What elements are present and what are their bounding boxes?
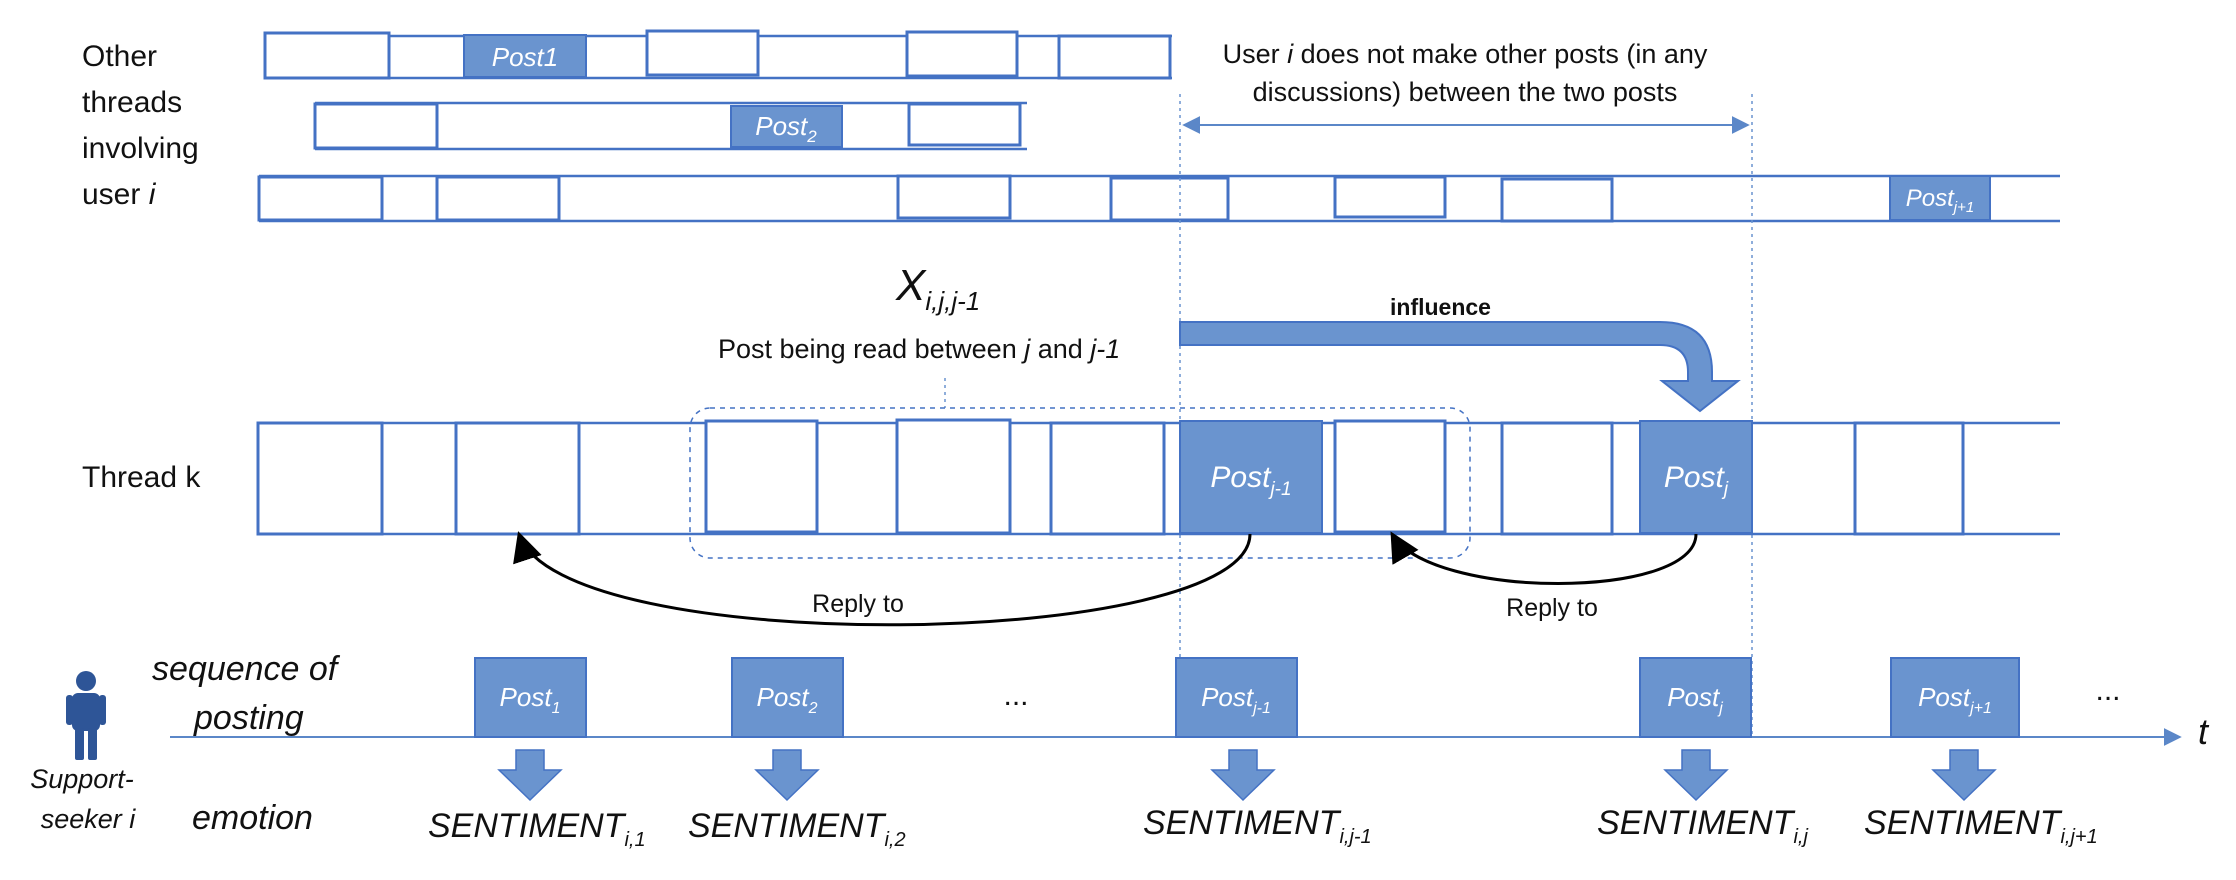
reply-arrow-2 xyxy=(1390,531,1698,585)
sentiment-label: SENTIMENTi,1 xyxy=(428,807,646,851)
x-variable: Xi,j,j-1 xyxy=(895,261,980,316)
sequence-post-label: Post2 xyxy=(757,682,818,717)
sequence-posts: Post1 Post2 ... Postj-1 Postj Postj+1 ..… xyxy=(474,657,2121,738)
label-line: threads xyxy=(82,86,182,119)
reply-to-label-1: Reply to xyxy=(812,590,904,618)
post-box-filled xyxy=(1639,420,1753,534)
emotion-label: emotion xyxy=(192,799,313,837)
post-box xyxy=(1109,176,1230,222)
post-box xyxy=(1500,421,1614,536)
other-thread-row-1: Post1 xyxy=(263,29,1172,80)
sequence-post-box xyxy=(1175,657,1298,738)
sequence-post-box xyxy=(731,657,844,738)
post-box xyxy=(896,174,1012,220)
sequence-post-box xyxy=(1639,657,1752,738)
sequence-post-box xyxy=(1890,657,2020,738)
sequence-label-line2: posting xyxy=(193,699,304,737)
label-line: Other xyxy=(82,40,157,73)
down-arrow-icon xyxy=(497,749,563,802)
thread-k-label: Thread k xyxy=(82,461,201,494)
person-icon xyxy=(66,671,106,760)
ellipsis-end: ... xyxy=(2095,674,2120,707)
down-arrow-icon xyxy=(1663,749,1729,802)
ellipsis-middle: ... xyxy=(1003,679,1028,712)
sequence-post-label: Postj+1 xyxy=(1918,682,1992,717)
label-line: involving xyxy=(82,132,199,165)
sequence-post-label: Postj xyxy=(1667,682,1723,717)
post-label: Post1 xyxy=(492,42,559,72)
post-box xyxy=(704,419,819,534)
no-posts-note-line2: discussions) between the two posts xyxy=(1253,77,1678,107)
post-box xyxy=(263,31,391,80)
post-box xyxy=(1057,34,1172,80)
sentiment-label: SENTIMENTi,j-1 xyxy=(1143,804,1372,848)
post-box-filled xyxy=(730,105,843,148)
post-label: Post2 xyxy=(755,111,817,146)
post-box-filled xyxy=(1889,175,1991,221)
label-line: user i xyxy=(82,178,157,211)
support-seeker-label-line1: Support- xyxy=(30,764,134,794)
influence-label: influence xyxy=(1390,294,1491,320)
post-box xyxy=(435,175,561,222)
other-thread-row-2: Post2 xyxy=(313,101,1027,151)
sequence-post-label: Postj-1 xyxy=(1201,682,1271,717)
read-between-label: Post being read between j and j-1 xyxy=(718,334,1120,364)
post-label: Postj+1 xyxy=(1906,185,1974,216)
post-box xyxy=(1333,175,1447,219)
post-box xyxy=(454,421,581,536)
post-label: Postj-1 xyxy=(1210,461,1291,500)
post-box xyxy=(257,175,384,222)
sequence-label-line1: sequence of xyxy=(152,650,341,688)
post-label: Postj xyxy=(1664,461,1729,500)
sequence-post-label: Post1 xyxy=(500,682,561,717)
sentiment-arrows xyxy=(497,749,1997,802)
post-box xyxy=(905,30,1019,78)
sentiments: SENTIMENTi,1 SENTIMENTi,2 SENTIMENTi,j-1… xyxy=(428,804,2098,851)
sequence-post-box xyxy=(474,657,587,738)
reply-to-label-2: Reply to xyxy=(1506,594,1598,622)
post-box xyxy=(1049,421,1166,536)
no-posts-note-line1: User i does not make other posts (in any xyxy=(1223,39,1708,69)
post-box-filled xyxy=(1179,420,1323,534)
post-box xyxy=(256,421,384,536)
influence-arrow xyxy=(1179,321,1741,413)
thread-k-row: Postj-1 Postj xyxy=(256,418,2060,536)
reply-arrow-1 xyxy=(513,531,1252,627)
sentiment-label: SENTIMENTi,j+1 xyxy=(1864,804,2098,848)
post-box xyxy=(895,418,1012,535)
post-box xyxy=(1853,421,1965,536)
post-box-filled xyxy=(463,34,587,78)
post-box xyxy=(1500,177,1614,223)
sentiment-label: SENTIMENTi,j xyxy=(1597,804,1808,848)
down-arrow-icon xyxy=(1210,749,1276,802)
down-arrow-icon xyxy=(754,749,820,802)
time-axis-label: t xyxy=(2198,711,2210,752)
other-threads-label: Other threads involving user i xyxy=(82,40,199,211)
post-box xyxy=(907,102,1022,147)
support-seeker-label-line2: seeker i xyxy=(41,804,137,834)
post-box xyxy=(313,102,439,150)
other-thread-row-3: Postj+1 xyxy=(257,174,2060,223)
post-box xyxy=(645,29,760,77)
down-arrow-icon xyxy=(1931,749,1997,802)
read-posts-group-box xyxy=(689,407,1471,559)
sentiment-label: SENTIMENTi,2 xyxy=(688,807,906,851)
post-box xyxy=(1333,419,1447,534)
